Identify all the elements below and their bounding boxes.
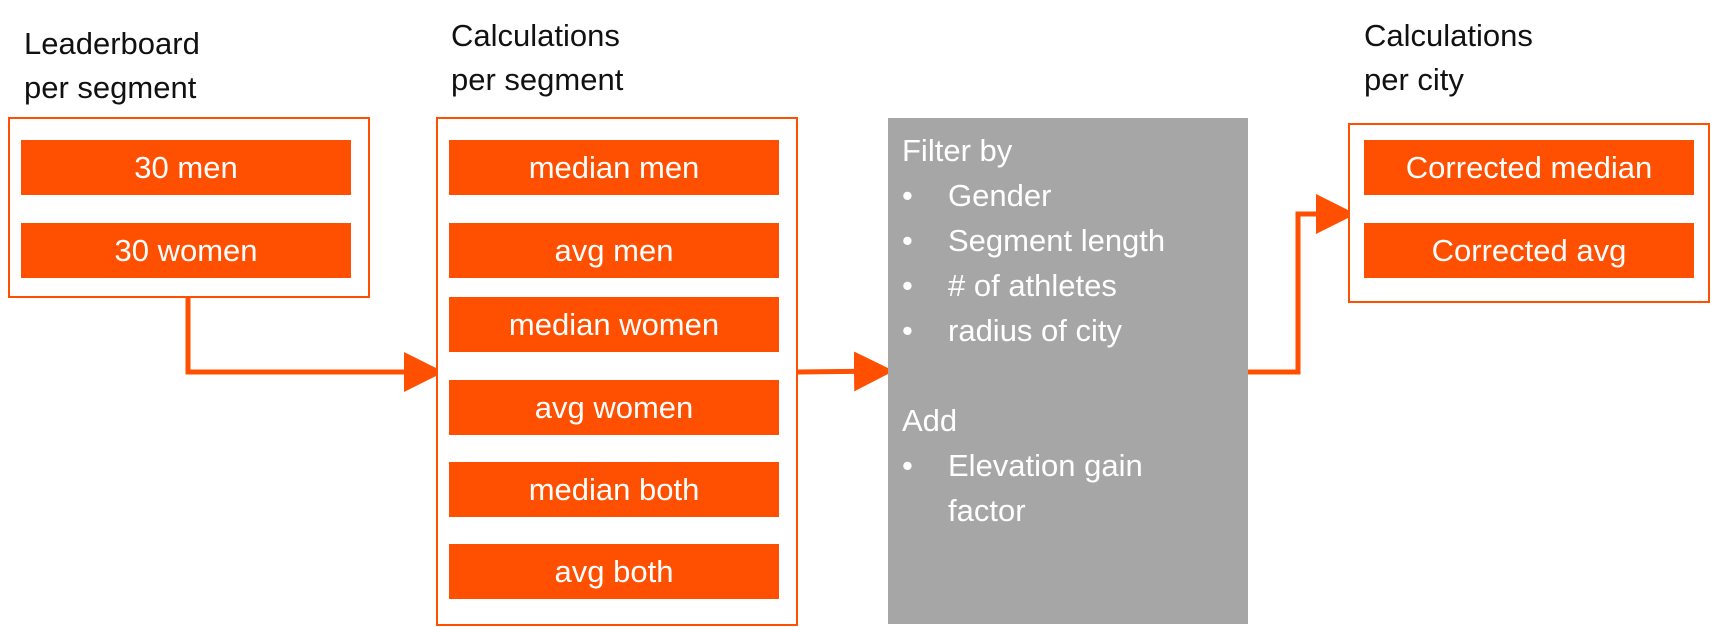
bullet-icon: •	[902, 223, 913, 258]
filter-criterion-gender: • Gender	[902, 173, 1234, 218]
filter-title: Filter by	[902, 133, 1013, 168]
arrow-segment-to-filter	[797, 351, 894, 392]
bullet-icon: •	[902, 268, 913, 303]
bullet-icon: •	[902, 178, 913, 213]
segment-calculations-heading-line-1: Calculations	[451, 18, 620, 53]
add-item-label: Elevation gain	[948, 448, 1143, 483]
city-item-corrected-avg: Corrected avg	[1364, 223, 1694, 278]
filter-criterion-label: # of athletes	[948, 268, 1117, 303]
leaderboard-heading-line-2: per segment	[24, 70, 197, 105]
filter-box: Filter by • Gender • Segment length • # …	[888, 118, 1248, 624]
filter-criterion-radius: • radius of city	[902, 308, 1234, 353]
leaderboard-heading-line-1: Leaderboard	[24, 26, 200, 61]
filter-criterion-label: radius of city	[948, 313, 1123, 348]
segment-item-median-women: median women	[449, 297, 779, 352]
filter-criterion-athletes: • # of athletes	[902, 263, 1234, 308]
segment-calculations-heading: Calculations per segment	[451, 14, 623, 102]
bullet-icon: •	[902, 313, 913, 348]
filter-criterion-label: Gender	[948, 178, 1052, 213]
segment-calculations-heading-line-2: per segment	[451, 62, 624, 97]
add-item-continuation: factor	[948, 493, 1026, 528]
add-title: Add	[902, 403, 958, 438]
arrow-filter-to-city	[1248, 194, 1356, 375]
filter-criterion-label: Segment length	[948, 223, 1166, 258]
segment-item-median-men: median men	[449, 140, 779, 195]
segment-item-avg-women: avg women	[449, 380, 779, 435]
segment-item-avg-men: avg men	[449, 223, 779, 278]
bullet-icon: •	[902, 448, 913, 483]
city-calculations-heading: Calculations per city	[1364, 14, 1533, 102]
leaderboard-heading: Leaderboard per segment	[24, 22, 200, 110]
city-item-corrected-median: Corrected median	[1364, 140, 1694, 195]
segment-calculations-group	[436, 117, 798, 626]
city-calculations-heading-line-1: Calculations	[1364, 18, 1533, 53]
segment-item-avg-both: avg both	[449, 544, 779, 599]
filter-criterion-segment-length: • Segment length	[902, 218, 1234, 263]
filter-spacer	[902, 353, 1234, 398]
leaderboard-item-men: 30 men	[21, 140, 351, 195]
add-item-elevation: • Elevation gain	[902, 443, 1234, 488]
leaderboard-item-women: 30 women	[21, 223, 351, 278]
segment-item-median-both: median both	[449, 462, 779, 517]
arrow-leaderboard-to-segment	[185, 297, 444, 392]
city-calculations-heading-line-2: per city	[1364, 62, 1464, 97]
